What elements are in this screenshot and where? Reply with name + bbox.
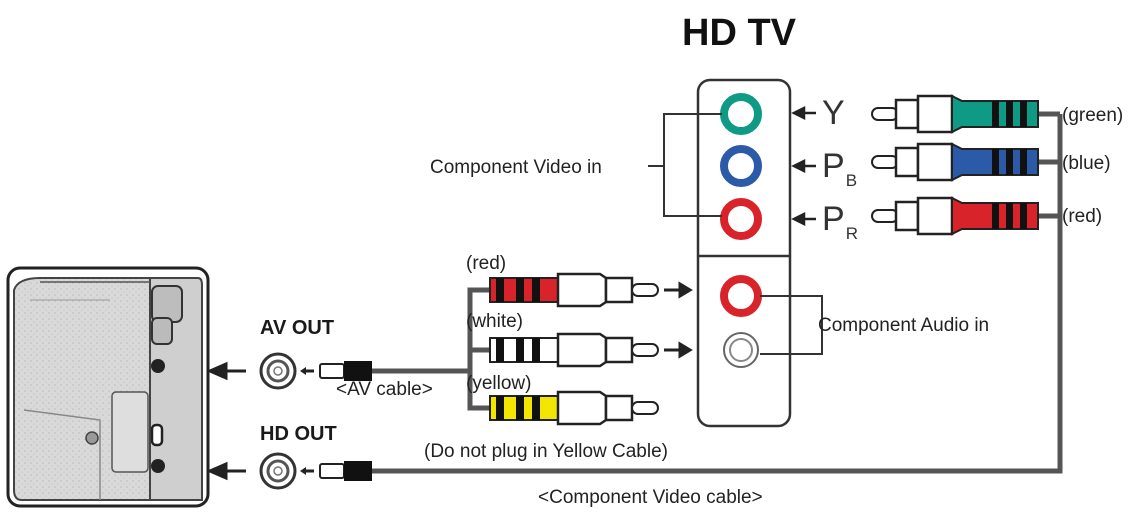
audio-bracket	[760, 295, 823, 355]
red-av-plug-label: (red)	[466, 253, 507, 274]
hd-out-jack	[259, 452, 297, 490]
av-plug-yellow	[489, 390, 659, 426]
yellow-av-plug-label: (yellow)	[466, 373, 532, 394]
component-cable-wire	[372, 114, 1063, 474]
av-out-label: AV OUT	[260, 317, 335, 339]
av-out-jack	[259, 352, 297, 390]
white-av-plug-label: (white)	[466, 311, 524, 332]
component-arrows	[791, 105, 816, 227]
av-mini-plug	[300, 361, 470, 381]
blue-plug-label: (blue)	[1062, 153, 1111, 174]
component-plug-pr	[871, 196, 1039, 236]
camera-arrows	[206, 361, 246, 481]
component-plug-y	[871, 94, 1039, 134]
tv-audio-jack-1	[720, 275, 762, 317]
y-jack-label: Y	[822, 94, 845, 132]
tv-video-jack-pb	[720, 145, 762, 187]
av-plug-arrows	[664, 281, 693, 359]
pb-jack-label: PB	[822, 147, 858, 190]
diagram-title: HD TV	[682, 12, 796, 54]
av-cable-label: <AV cable>	[336, 379, 433, 400]
video-bracket	[648, 113, 722, 217]
component-video-in-label: Component Video in	[430, 157, 602, 178]
tv-video-jack-y	[720, 93, 762, 135]
camera-body	[6, 266, 210, 508]
pr-jack-label: PR	[822, 200, 858, 243]
av-plug-white	[489, 332, 659, 368]
hd-mini-plug	[300, 461, 372, 481]
hd-out-label: HD OUT	[260, 423, 337, 445]
yellow-cable-note: (Do not plug in Yellow Cable)	[424, 441, 668, 462]
av-cable-wire	[467, 287, 490, 411]
component-cable-label: <Component Video cable>	[538, 487, 763, 508]
tv-audio-jack-2	[723, 332, 759, 368]
av-plug-red	[489, 272, 659, 308]
component-audio-in-label: Component Audio in	[818, 315, 990, 336]
green-plug-label: (green)	[1062, 105, 1124, 126]
component-plug-pb	[871, 142, 1039, 182]
tv-video-jack-pr	[720, 198, 762, 240]
red-component-plug-label: (red)	[1062, 206, 1103, 227]
